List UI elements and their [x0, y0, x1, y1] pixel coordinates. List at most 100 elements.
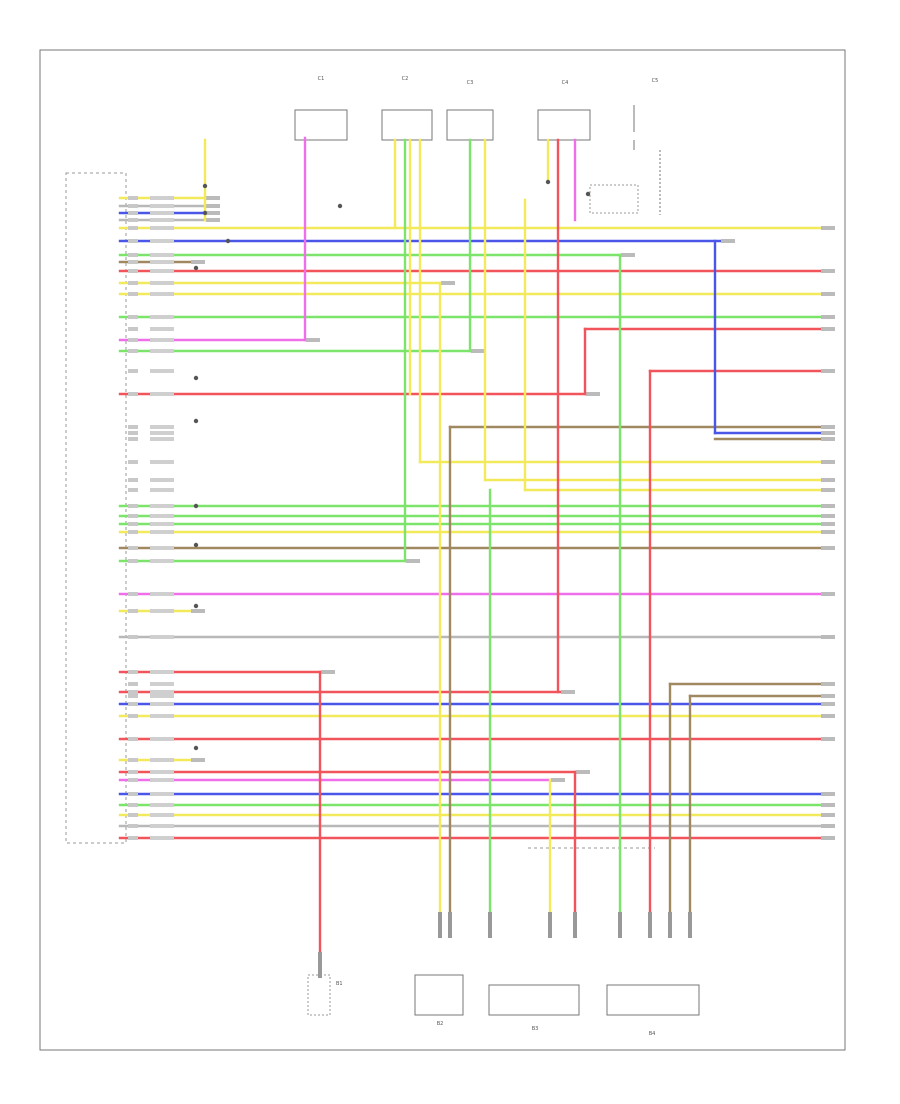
wire-terminal-tag-22 — [668, 912, 672, 938]
wire-terminal-tag-14 — [648, 912, 652, 938]
wire-color-code-12 — [150, 327, 174, 331]
splice-junction-1 — [202, 210, 208, 216]
wire-color-code-1 — [150, 204, 174, 208]
wire-color-code-11 — [150, 315, 174, 319]
top-connector-C2-label: C2 — [402, 76, 409, 82]
wire-color-code-26 — [150, 530, 174, 534]
wire-end-label-15 — [821, 369, 835, 373]
splice-junction-11 — [193, 603, 199, 609]
wire-end-label-8 — [821, 269, 835, 273]
ecm-pin-label-23 — [128, 504, 138, 508]
wire-end-label-24 — [821, 514, 835, 518]
ecm-pin-label-13 — [128, 338, 138, 342]
wire-end-label-16 — [586, 392, 600, 396]
wire-color-code-10 — [150, 292, 174, 296]
wire-end-label-38 — [821, 737, 835, 741]
wire-end-label-10 — [821, 292, 835, 296]
ecm-pin-label-18 — [128, 431, 138, 435]
ecm-pin-label-26 — [128, 530, 138, 534]
ecm-pin-label-8 — [128, 269, 138, 273]
ecm-pin-label-11 — [128, 315, 138, 319]
wire-color-code-8 — [150, 269, 174, 273]
wire-end-label-5 — [721, 239, 735, 243]
ecm-pin-label-36 — [128, 702, 138, 706]
wire-color-code-31 — [150, 635, 174, 639]
ecm-pin-label-7 — [128, 260, 138, 264]
ecm-pin-label-4 — [128, 226, 138, 230]
wire-layer — [118, 196, 835, 840]
wire-color-code-19 — [150, 437, 174, 441]
wire-terminal-tag-16 — [318, 952, 322, 978]
wire-color-code-23 — [150, 504, 174, 508]
ecm-pin-label-5 — [128, 239, 138, 243]
ecm-pin-label-21 — [128, 478, 138, 482]
ecm-pin-label-39 — [128, 758, 138, 762]
wire-color-code-14 — [150, 349, 174, 353]
ecm-pin-label-44 — [128, 813, 138, 817]
ecm-pin-label-24 — [128, 514, 138, 518]
bottom-component-B3: B3 — [488, 984, 580, 1032]
ecm-pin-label-20 — [128, 460, 138, 464]
wire-end-label-44 — [821, 813, 835, 817]
bottom-component-B4-label: B4 — [649, 1031, 656, 1037]
wire-color-code-4 — [150, 226, 174, 230]
wire-color-code-36 — [150, 702, 174, 706]
wire-terminal-tag-20 — [548, 912, 552, 938]
splice-junction-10 — [193, 542, 199, 548]
ecm-pin-label-41 — [128, 778, 138, 782]
ecm-pin-label-19 — [128, 437, 138, 441]
ecm-pin-label-22 — [128, 488, 138, 492]
wire-color-code-34 — [150, 690, 174, 694]
engine-control-module-outline — [65, 172, 127, 844]
bottom-component-B4: B4 — [606, 984, 700, 1037]
wire-end-label-28 — [406, 559, 420, 563]
top-connector-C2: C2 — [381, 76, 433, 141]
wire-color-code-21 — [150, 478, 174, 482]
splice-junction-7 — [193, 375, 199, 381]
vertical-wire-layer — [203, 136, 717, 978]
splice-junction-3 — [337, 203, 343, 209]
wire-color-code-35 — [150, 694, 174, 698]
wire-end-label-32 — [321, 670, 335, 674]
ecm-pin-label-10 — [128, 292, 138, 296]
ecm-pin-label-16 — [128, 392, 138, 396]
wire-terminal-tag-18 — [448, 912, 452, 938]
wire-end-label-39 — [191, 758, 205, 762]
wire-end-label-12 — [821, 327, 835, 331]
wire-end-label-41 — [551, 778, 565, 782]
wire-color-code-40 — [150, 770, 174, 774]
wire-color-code-45 — [150, 824, 174, 828]
wire-terminal-tag-23 — [688, 912, 692, 938]
wire-color-code-0 — [150, 196, 174, 200]
wire-end-label-18 — [821, 431, 835, 435]
wire-end-label-23 — [821, 504, 835, 508]
wire-end-label-13 — [306, 338, 320, 342]
ecm-pin-label-45 — [128, 824, 138, 828]
wire-terminal-tag-19 — [488, 912, 492, 938]
wire-color-code-28 — [150, 559, 174, 563]
wire-terminal-tag-17 — [438, 912, 442, 938]
wire-end-label-19 — [821, 437, 835, 441]
ecm-pin-label-34 — [128, 690, 138, 694]
wire-color-code-46 — [150, 836, 174, 840]
ecm-pin-label-32 — [128, 670, 138, 674]
wire-end-label-7 — [191, 260, 205, 264]
wire-end-label-36 — [821, 702, 835, 706]
ecm-pin-label-38 — [128, 737, 138, 741]
wire-color-code-43 — [150, 803, 174, 807]
wire-end-label-45 — [821, 824, 835, 828]
wire-end-label-27 — [821, 546, 835, 550]
ecm-pin-label-2 — [128, 211, 138, 215]
top-connector-C3: C3 — [446, 80, 494, 141]
bottom-component-B1-label: B1 — [336, 981, 343, 987]
wire-color-code-25 — [150, 522, 174, 526]
splice-junction-8 — [193, 418, 199, 424]
bottom-component-B1: B1 — [307, 974, 343, 1016]
wire-color-code-17 — [150, 425, 174, 429]
splice-junction-5 — [585, 191, 591, 197]
wire-end-label-0 — [206, 196, 220, 200]
wire-color-code-5 — [150, 239, 174, 243]
wire-color-code-30 — [150, 609, 174, 613]
wire-terminal-tag-13 — [618, 912, 622, 938]
wire-end-label-29 — [821, 592, 835, 596]
